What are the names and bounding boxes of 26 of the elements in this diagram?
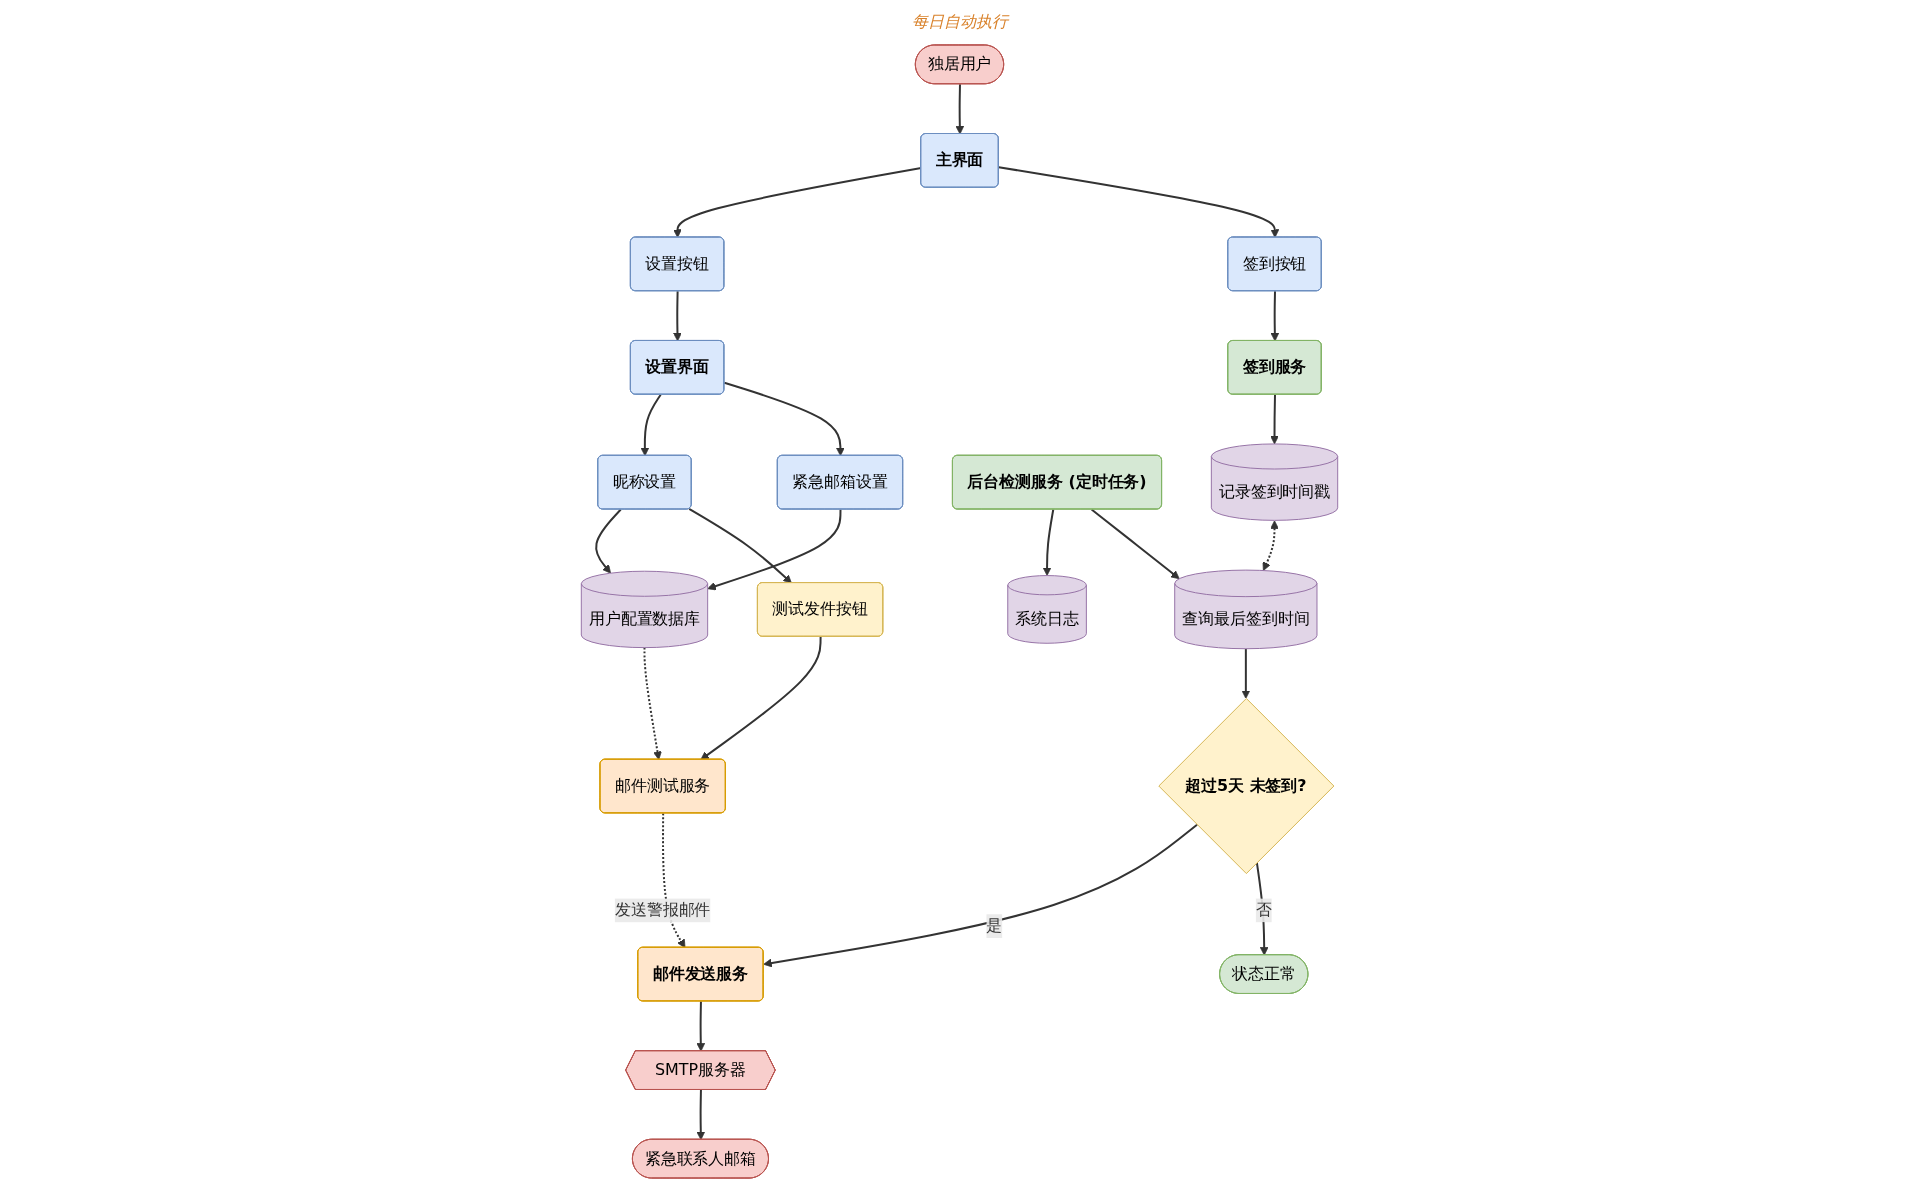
- arrow: [763, 823, 1199, 968]
- arrow: [1270, 393, 1279, 445]
- arrow: [997, 166, 1280, 238]
- arrow: [1042, 508, 1055, 576]
- arrow: [707, 508, 842, 591]
- edge-label: 发送警报邮件: [614, 900, 711, 920]
- arrow: [723, 381, 845, 457]
- arrow: [1270, 290, 1280, 342]
- arrow: [640, 393, 662, 457]
- arrow: [1262, 520, 1279, 571]
- arrow: [662, 812, 686, 949]
- arrow: [1255, 861, 1269, 956]
- arrow: [688, 507, 792, 584]
- arrow: [955, 83, 965, 135]
- arrow: [700, 635, 822, 761]
- arrow: [673, 290, 682, 342]
- edge-label: 是: [986, 916, 1003, 936]
- arrow: [1090, 508, 1180, 580]
- arrow: [696, 1089, 706, 1141]
- node-diamond: 超过5天 未签到?: [1158, 698, 1335, 875]
- arrow: [1241, 647, 1251, 699]
- arrow: [696, 1000, 706, 1052]
- arrow: [643, 646, 662, 761]
- note-text: 每日自动执行: [911, 12, 1008, 31]
- edge-label: 否: [1255, 900, 1272, 920]
- arrow: [595, 508, 622, 574]
